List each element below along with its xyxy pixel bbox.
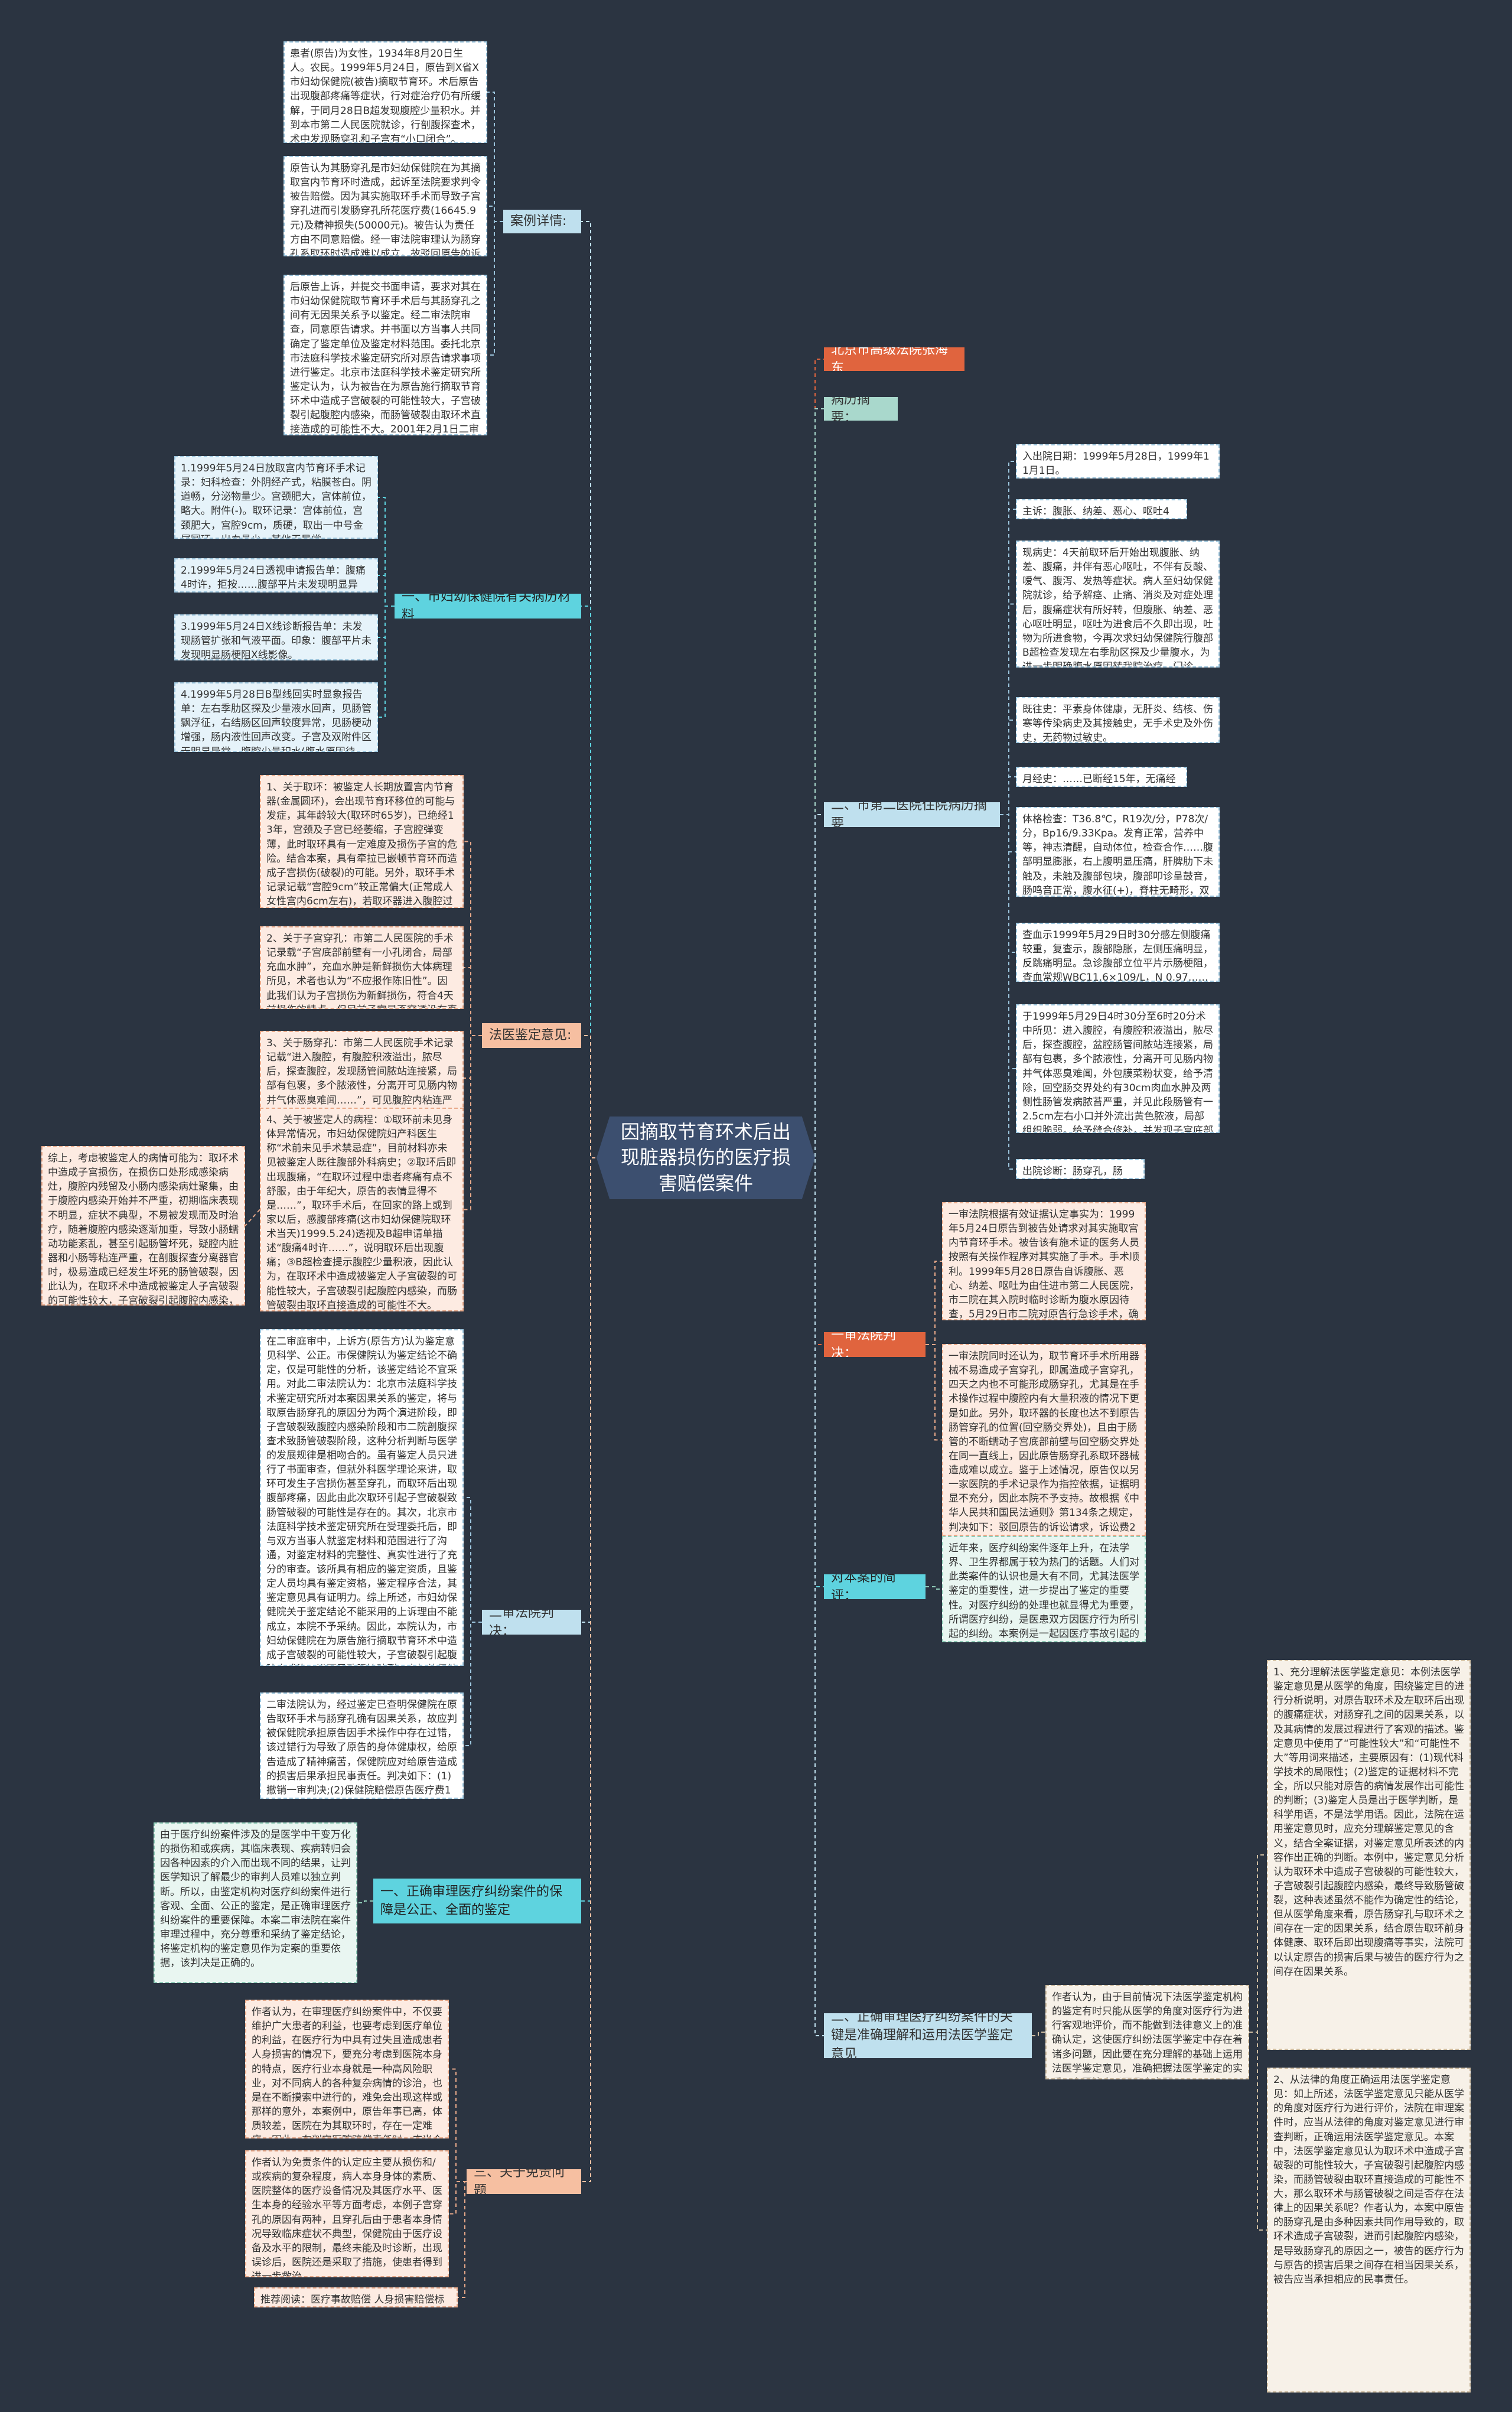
connector-line	[803, 814, 824, 1158]
connector-line	[581, 1157, 608, 2182]
connector-line	[1000, 461, 1016, 815]
connector-line	[1000, 814, 1016, 953]
connector-line	[803, 1157, 824, 2036]
recommended-reading[interactable]: 推荐阅读：医疗事故赔偿 人身损害赔偿标准	[254, 2287, 458, 2307]
connector-line	[378, 606, 395, 638]
branch-expert-opinion[interactable]: 二、正确审理医疗纠纷案件的关键是准确理解和运用法医学鉴定意见	[824, 2013, 1032, 2058]
connector-line	[378, 497, 395, 607]
author-label: 北京市高级法院张海东	[824, 347, 964, 371]
hospital-item: 月经史：……已断经15年，无痛经史。	[1016, 767, 1187, 787]
branch-hospital-records[interactable]: 二、市第二医院住院病历摘要	[824, 802, 1000, 827]
connector-line	[487, 206, 503, 222]
connector-line	[926, 1586, 942, 1590]
hospital-item: 于1999年5月29日4时30分至6时20分术中所见：进入腹腔，有腹腔积液溢出，…	[1016, 1004, 1220, 1133]
case-details-item: 患者(原告)为女性，1934年8月20日生人。农民。1999年5月24日，原告到…	[284, 41, 487, 143]
connector-line	[245, 1209, 260, 1226]
connector-line	[449, 2068, 467, 2182]
records-item: 4.1999年5月28日B型线回实时显象报告单：左右季肋区探及少量液水回声，见肠…	[174, 682, 378, 752]
review-item: 由于医疗纠纷案件涉及的是医学中干变万化的损伤和或疾病，其临床表现、疾病转归会因各…	[154, 1822, 357, 1983]
connector-line	[464, 1497, 482, 1623]
connector-line	[803, 1157, 824, 1345]
connector-line	[487, 221, 503, 356]
first-instance-item: 一审法院同时还认为，取节育环手术所用器械不易造成子宫穿孔，即属造成子宫穿孔，四天…	[942, 1344, 1146, 1536]
connector-line	[803, 359, 824, 1158]
branch-medical-records[interactable]: 一、市妇幼保健院有关病历材料	[395, 594, 581, 619]
connector-line	[1000, 603, 1016, 815]
connector-line	[487, 92, 503, 222]
connector-line	[464, 967, 482, 1036]
case-details-item: 原告认为其肠穿孔是市妇幼保健院在为其摘取宫内节育环时造成，起诉至法院要求判令被告…	[284, 156, 487, 256]
opinion-item: 4、关于被鉴定人的病程：①取环前未见身体异常情况，市妇幼保健院妇产科医生称“术前…	[260, 1108, 464, 1311]
branch-forensic-opinion[interactable]: 法医鉴定意见:	[482, 1023, 581, 1048]
connector-line	[357, 1900, 373, 1903]
connector-line	[458, 2181, 467, 2298]
liability-item: 作者认为免责条件的认定应主要从损伤和/或疾病的复杂程度，病人本身身体的素质、医院…	[245, 2150, 449, 2277]
hospital-item: 查血示1999年5月29日时30分感左侧腹痛较重，复查示，腹部隐胀，左侧压痛明显…	[1016, 923, 1220, 982]
first-instance-item: 一审法院根据有效证据认定事实为：1999年5月24日原告到被告处请求对其实施取宫…	[942, 1202, 1146, 1320]
hospital-item: 现病史：4天前取环后开始出现腹胀、纳差、腹痛，并伴有恶心呕吐，不伴有反酸、嗳气、…	[1016, 541, 1220, 668]
connector-line	[803, 1157, 824, 1587]
records-item: 1.1999年5月24日放取宫内节育环手术记录：妇科检查：外阴经产式，粘膜苍白。…	[174, 456, 378, 539]
liability-item: 作者认为，在审理医疗纠纷案件中，不仅要维护广大患者的利益，也要考虑到医疗单位的利…	[245, 2000, 449, 2138]
connector-line	[581, 1157, 608, 1623]
connector-line	[464, 1622, 482, 1746]
branch-case-details[interactable]: 案例详情:	[503, 210, 581, 233]
expert-item: 1、充分理解法医学鉴定意见：本例法医学鉴定意见是从医学的角度，围绕鉴定目的进行分…	[1267, 1660, 1471, 2050]
branch-comment[interactable]: 对本案的简评：	[824, 1574, 926, 1599]
connector-line	[1000, 814, 1016, 1170]
connector-line	[449, 2181, 467, 2215]
opinion-item: 1、关于取环：被鉴定人长期放置宫内节育器(金属圆环)，会出现节育环移位的可能与发…	[260, 775, 464, 908]
connector-line	[378, 575, 395, 607]
branch-second-instance[interactable]: 二审法院判决：	[482, 1610, 581, 1635]
connector-line	[926, 1261, 942, 1345]
connector-line	[378, 606, 395, 718]
branch-first-instance[interactable]: 一审法院判决：	[824, 1332, 926, 1357]
opinion-conclusion: 综上，考虑被鉴定人的病情可能为：取环术中造成子宫损伤，在损伤口处形成感染病灶，腹…	[41, 1146, 245, 1306]
branch-liability[interactable]: 三、关于免责问题	[467, 2169, 581, 2194]
opinion-item: 2、关于子宫穿孔：市第二人民医院的手术记录载“子宫底部前壁有一小孔闭合，局部充血…	[260, 926, 464, 1009]
connector-line	[581, 221, 608, 1158]
connector-line	[1000, 776, 1016, 815]
expert-item: 2、从法律的角度正确运用法医学鉴定意见：如上所述，法医学鉴定意见只能从医学的角度…	[1267, 2068, 1471, 2393]
connector-line	[926, 1344, 942, 1441]
connector-line	[1000, 814, 1016, 1069]
case-details-item: 后原告上诉，并提交书面申请，要求对其在市妇幼保健院取节育环手术后与其肠穿孔之间有…	[284, 275, 487, 435]
connector-line	[1000, 814, 1016, 852]
comment-item: 近年来，医疗纠纷案件逐年上升，在法学界、卫生界都属于较为热门的话题。人们对此类案…	[942, 1536, 1146, 1642]
root-topic[interactable]: 因摘取节育环术后出现脏器损伤的医疗损害赔偿案件	[597, 1117, 815, 1199]
second-instance-item: 二审法院认为，经过鉴定已查明保健院在原告取环手术与肠穿孔确有因果关系，故应判被保…	[260, 1692, 464, 1799]
connector-line	[464, 1035, 482, 1079]
connector-line	[464, 841, 482, 1036]
connector-line	[581, 606, 608, 1158]
records-item: 2.1999年5月24日透视申请报告单：腹痛4时许，拒按……腹部平片未发现明显异…	[174, 558, 378, 593]
hospital-item: 入出院日期：1999年5月28日，1999年11月1日。	[1016, 444, 1220, 479]
connector-line	[464, 1035, 482, 1210]
branch-summary[interactable]: 病历摘要：	[824, 397, 898, 421]
connector-line	[1000, 509, 1016, 815]
records-item: 3.1999年5月24日X线诊断报告单：未发现肠管扩张和气液平面。印象：腹部平片…	[174, 614, 378, 660]
connector-line	[1249, 2032, 1267, 2231]
connector-line	[1032, 2032, 1045, 2036]
hospital-item: 主诉：腹胀、纳差、恶心、呕吐4天。	[1016, 499, 1187, 519]
connector-line	[1249, 1854, 1267, 2033]
hospital-item: 既往史：平素身体健康，无肝炎、结核、伤寒等传染病史及其接触史，无手术史及外伤史，…	[1016, 697, 1220, 743]
connector-line	[803, 408, 824, 1158]
second-instance-item: 在二审庭审中，上诉方(原告方)认为鉴定意见科学、公正。市保健院认为鉴定结论不确定…	[260, 1329, 464, 1666]
connector-line	[1000, 720, 1016, 815]
hospital-item: 出院诊断：肠穿孔，肠梗。	[1016, 1159, 1145, 1179]
branch-review-guarantee[interactable]: 一、正确审理医疗纠纷案件的保障是公正、全面的鉴定	[373, 1879, 581, 1923]
hospital-item: 体格检查：T36.8℃，R19次/分，P78次/分，Bp16/9.33Kpa。发…	[1016, 807, 1220, 897]
expert-intro: 作者认为，由于目前情况下法医学鉴定机构的鉴定有时只能从医学的角度对医疗行为进行客…	[1045, 1985, 1249, 2079]
connector-line	[581, 1157, 608, 1902]
